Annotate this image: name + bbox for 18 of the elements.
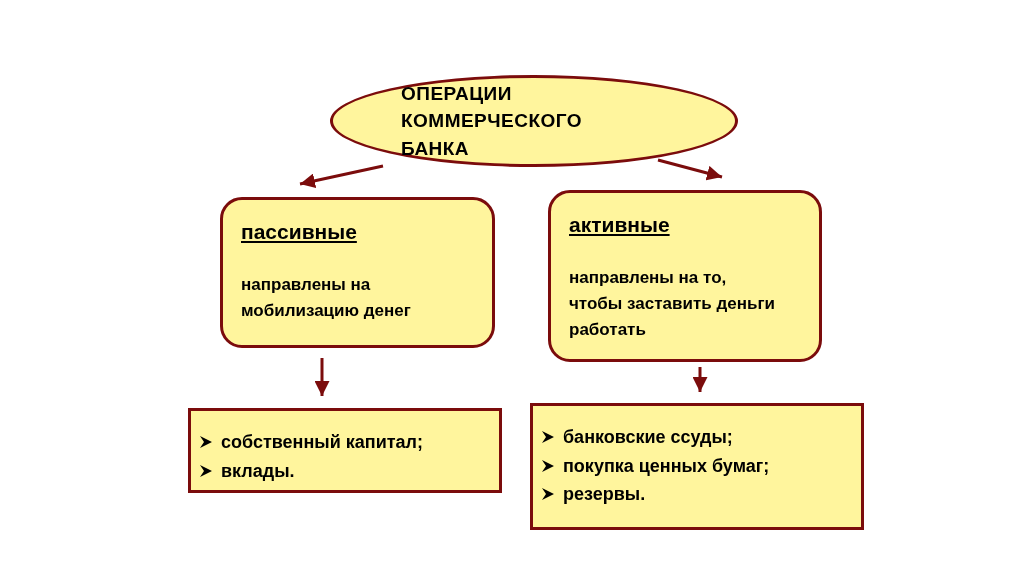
arrow: [692, 367, 708, 392]
list-item: собственный капитал;: [221, 431, 423, 454]
arrow: [299, 164, 384, 189]
category-description: направлены на то, чтобы заставить деньги работать: [569, 266, 776, 342]
list-item: банковские ссуды;: [563, 426, 733, 449]
category-heading: активные: [569, 212, 670, 238]
list-item: вклады.: [221, 459, 295, 482]
category-heading: пассивные: [241, 219, 357, 245]
list-box: [530, 403, 864, 530]
list-item: резервы.: [563, 483, 646, 506]
category-description: направлены на мобилизацию денег: [241, 273, 412, 322]
category-box: [220, 197, 495, 348]
arrow: [657, 158, 723, 181]
node-title: ОПЕРАЦИИ КОММЕРЧЕСКОГО БАНКА: [401, 81, 583, 161]
arrow: [314, 358, 330, 396]
list-item: покупка ценных бумаг;: [563, 454, 770, 477]
category-box: [548, 190, 822, 362]
list-box: [188, 408, 502, 493]
